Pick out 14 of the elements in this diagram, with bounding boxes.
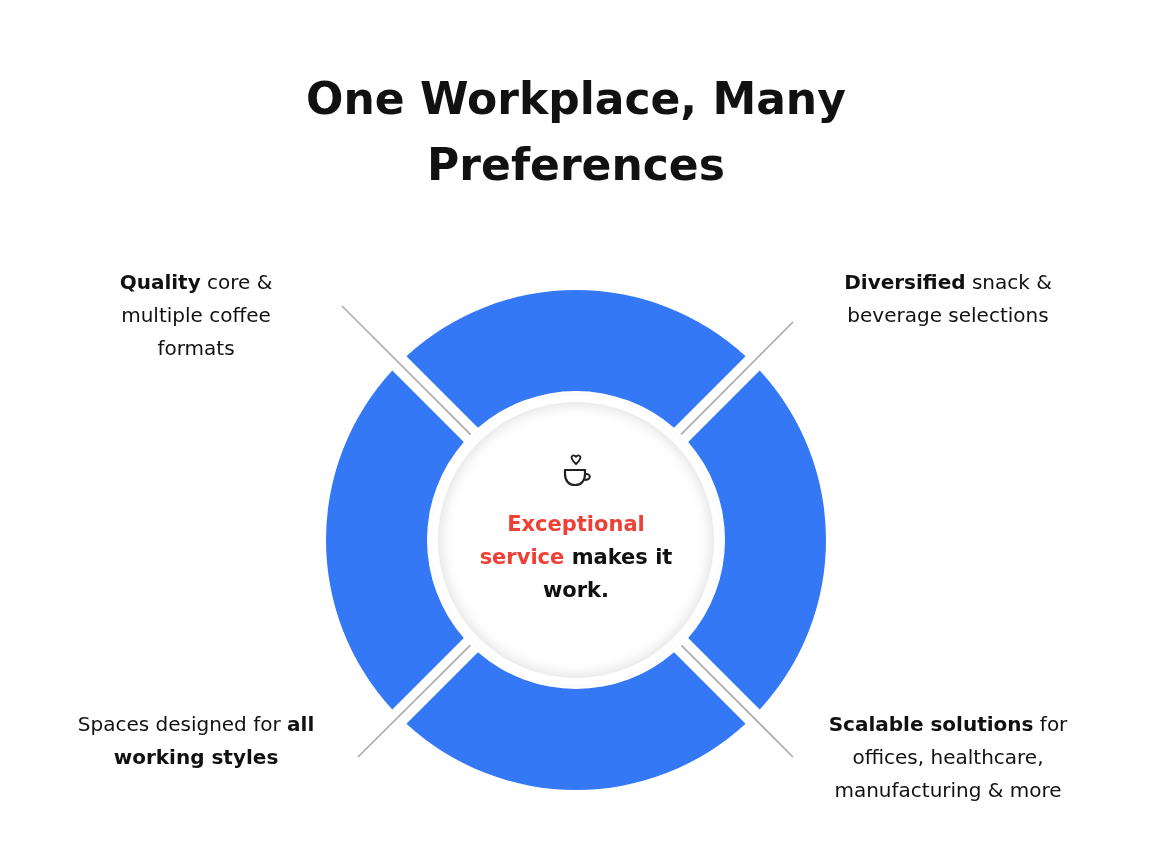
ring-segment	[688, 370, 826, 710]
feature-text: Spaces designed for all working styles	[34, 708, 358, 774]
leader-line	[341, 305, 472, 436]
title: One Workplace, Many Preferences	[305, 72, 847, 192]
leader-line	[680, 644, 794, 758]
leader-line	[357, 644, 472, 758]
feature-text: Scalable solutions for offices, healthcare, manufacturing & more	[793, 708, 1103, 807]
ring-segment	[406, 290, 746, 428]
ring-segment	[406, 652, 746, 790]
feature-text: Quality core & multiple coffee formats	[50, 266, 342, 365]
feature-text: Diversified snack & beverage selections	[793, 266, 1103, 332]
center-text: Exceptional service makes it work.	[478, 511, 674, 604]
leader-line	[680, 321, 794, 436]
ring-segment	[326, 370, 464, 710]
